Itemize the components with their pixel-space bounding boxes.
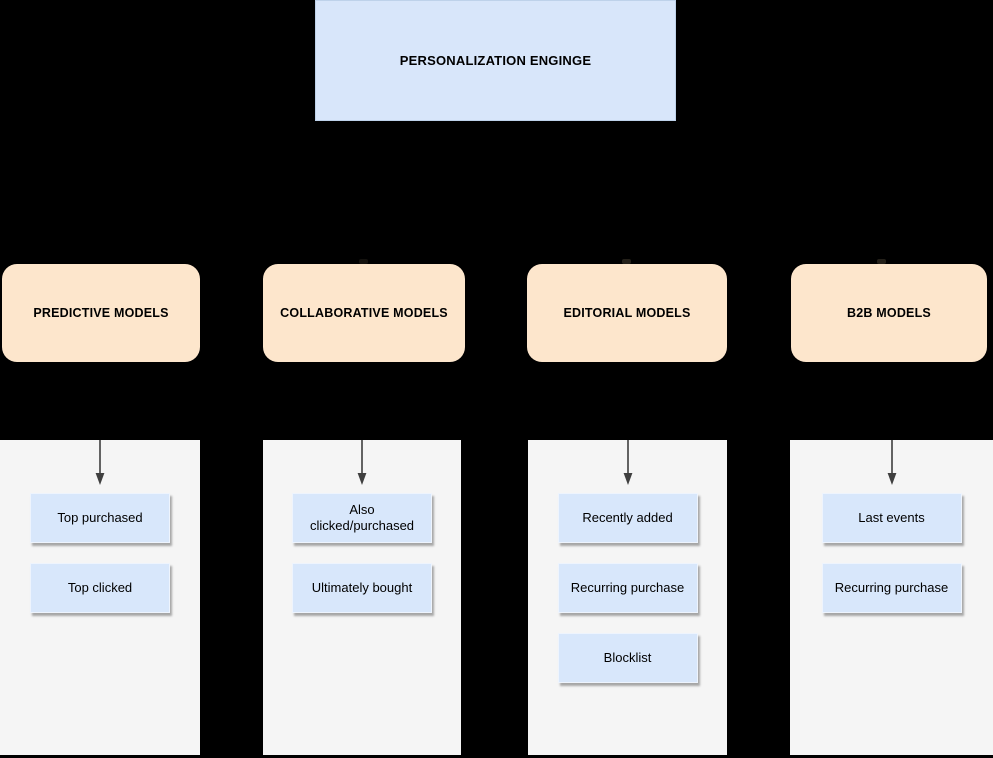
- category-node-b2b: B2B MODELS: [791, 264, 987, 362]
- down-arrow-icon: [357, 440, 367, 485]
- branch-column-editorial: Recently added Recurring purchase Blockl…: [528, 440, 727, 755]
- connector-arrowhead-artifact: [877, 259, 886, 264]
- model-item: Recurring purchase: [557, 563, 698, 613]
- branch-column-collaborative: Also clicked/purchased Ultimately bought: [263, 440, 461, 755]
- engine-node: PERSONALIZATION ENGINGE: [315, 0, 676, 121]
- model-item: Top clicked: [30, 563, 170, 613]
- category-label: COLLABORATIVE MODELS: [280, 306, 448, 320]
- category-node-editorial: EDITORIAL MODELS: [527, 264, 727, 362]
- model-item: Blocklist: [557, 633, 698, 683]
- down-arrow-icon: [887, 440, 896, 485]
- category-node-collaborative: COLLABORATIVE MODELS: [263, 264, 465, 362]
- model-item: Top purchased: [30, 493, 170, 543]
- category-label: EDITORIAL MODELS: [563, 306, 691, 320]
- branch-column-predictive: Top purchased Top clicked: [0, 440, 200, 755]
- down-arrow-icon: [95, 440, 105, 485]
- category-label: PREDICTIVE MODELS: [33, 306, 169, 320]
- model-item: Recently added: [557, 493, 698, 543]
- category-label: B2B MODELS: [847, 306, 931, 320]
- connector-arrowhead-artifact: [622, 259, 631, 264]
- down-arrow-icon: [623, 440, 632, 485]
- model-item: Ultimately bought: [292, 563, 432, 613]
- branch-column-b2b: Last events Recurring purchase: [790, 440, 993, 755]
- model-item: Recurring purchase: [821, 563, 962, 613]
- connector-arrowhead-artifact: [359, 259, 368, 264]
- engine-label: PERSONALIZATION ENGINGE: [399, 53, 592, 68]
- model-item: Last events: [821, 493, 962, 543]
- category-node-predictive: PREDICTIVE MODELS: [2, 264, 200, 362]
- model-item: Also clicked/purchased: [292, 493, 432, 543]
